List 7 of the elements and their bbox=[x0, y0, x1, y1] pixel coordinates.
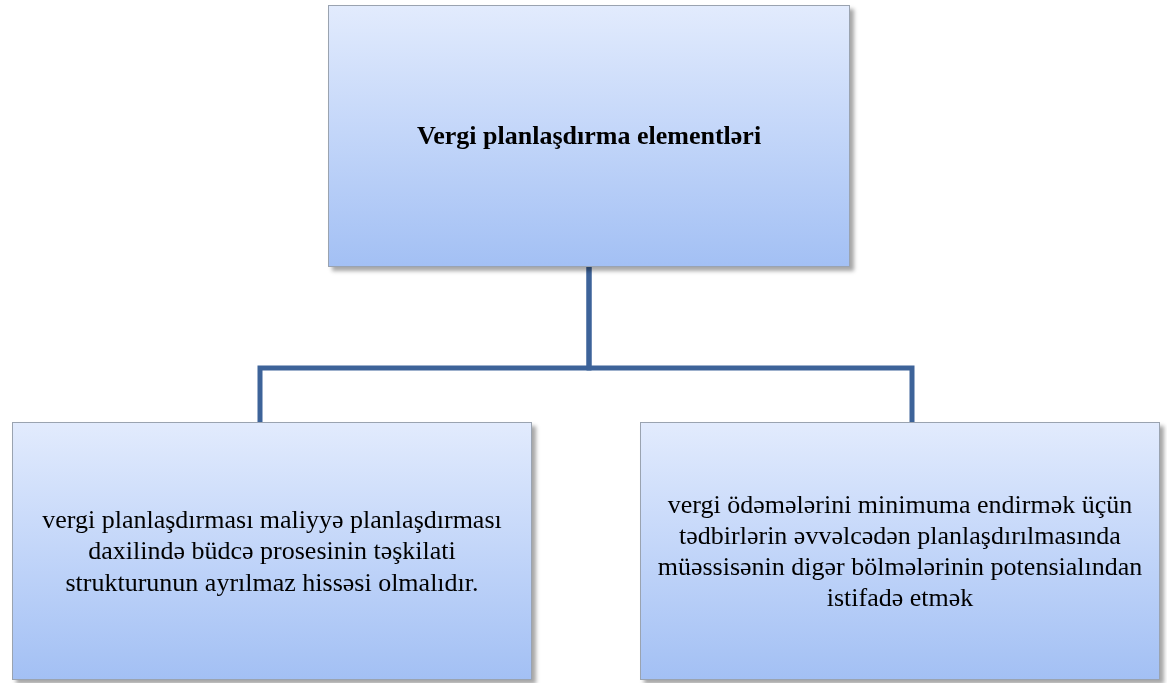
text-box bbox=[12, 422, 532, 680]
text-box bbox=[640, 422, 1160, 680]
title-text: Vergi planlaşdırma elementləri bbox=[416, 120, 762, 152]
text-box bbox=[328, 5, 850, 267]
connector-line bbox=[586, 267, 915, 422]
body-text: vergi ödəmələrini minimuma endirmək üçün tədbirlərin əvvəlcədən planlaşdırılmasında müəssisənin digər bölmələrinin potensialından istifadə etmək bbox=[657, 488, 1143, 614]
body-text: vergi planlaşdırması maliyyə planlaşdırması daxilində büdcə prosesinin təşkilati strukturunun ayrılmaz hissəsi olmalıdır. bbox=[41, 504, 503, 598]
